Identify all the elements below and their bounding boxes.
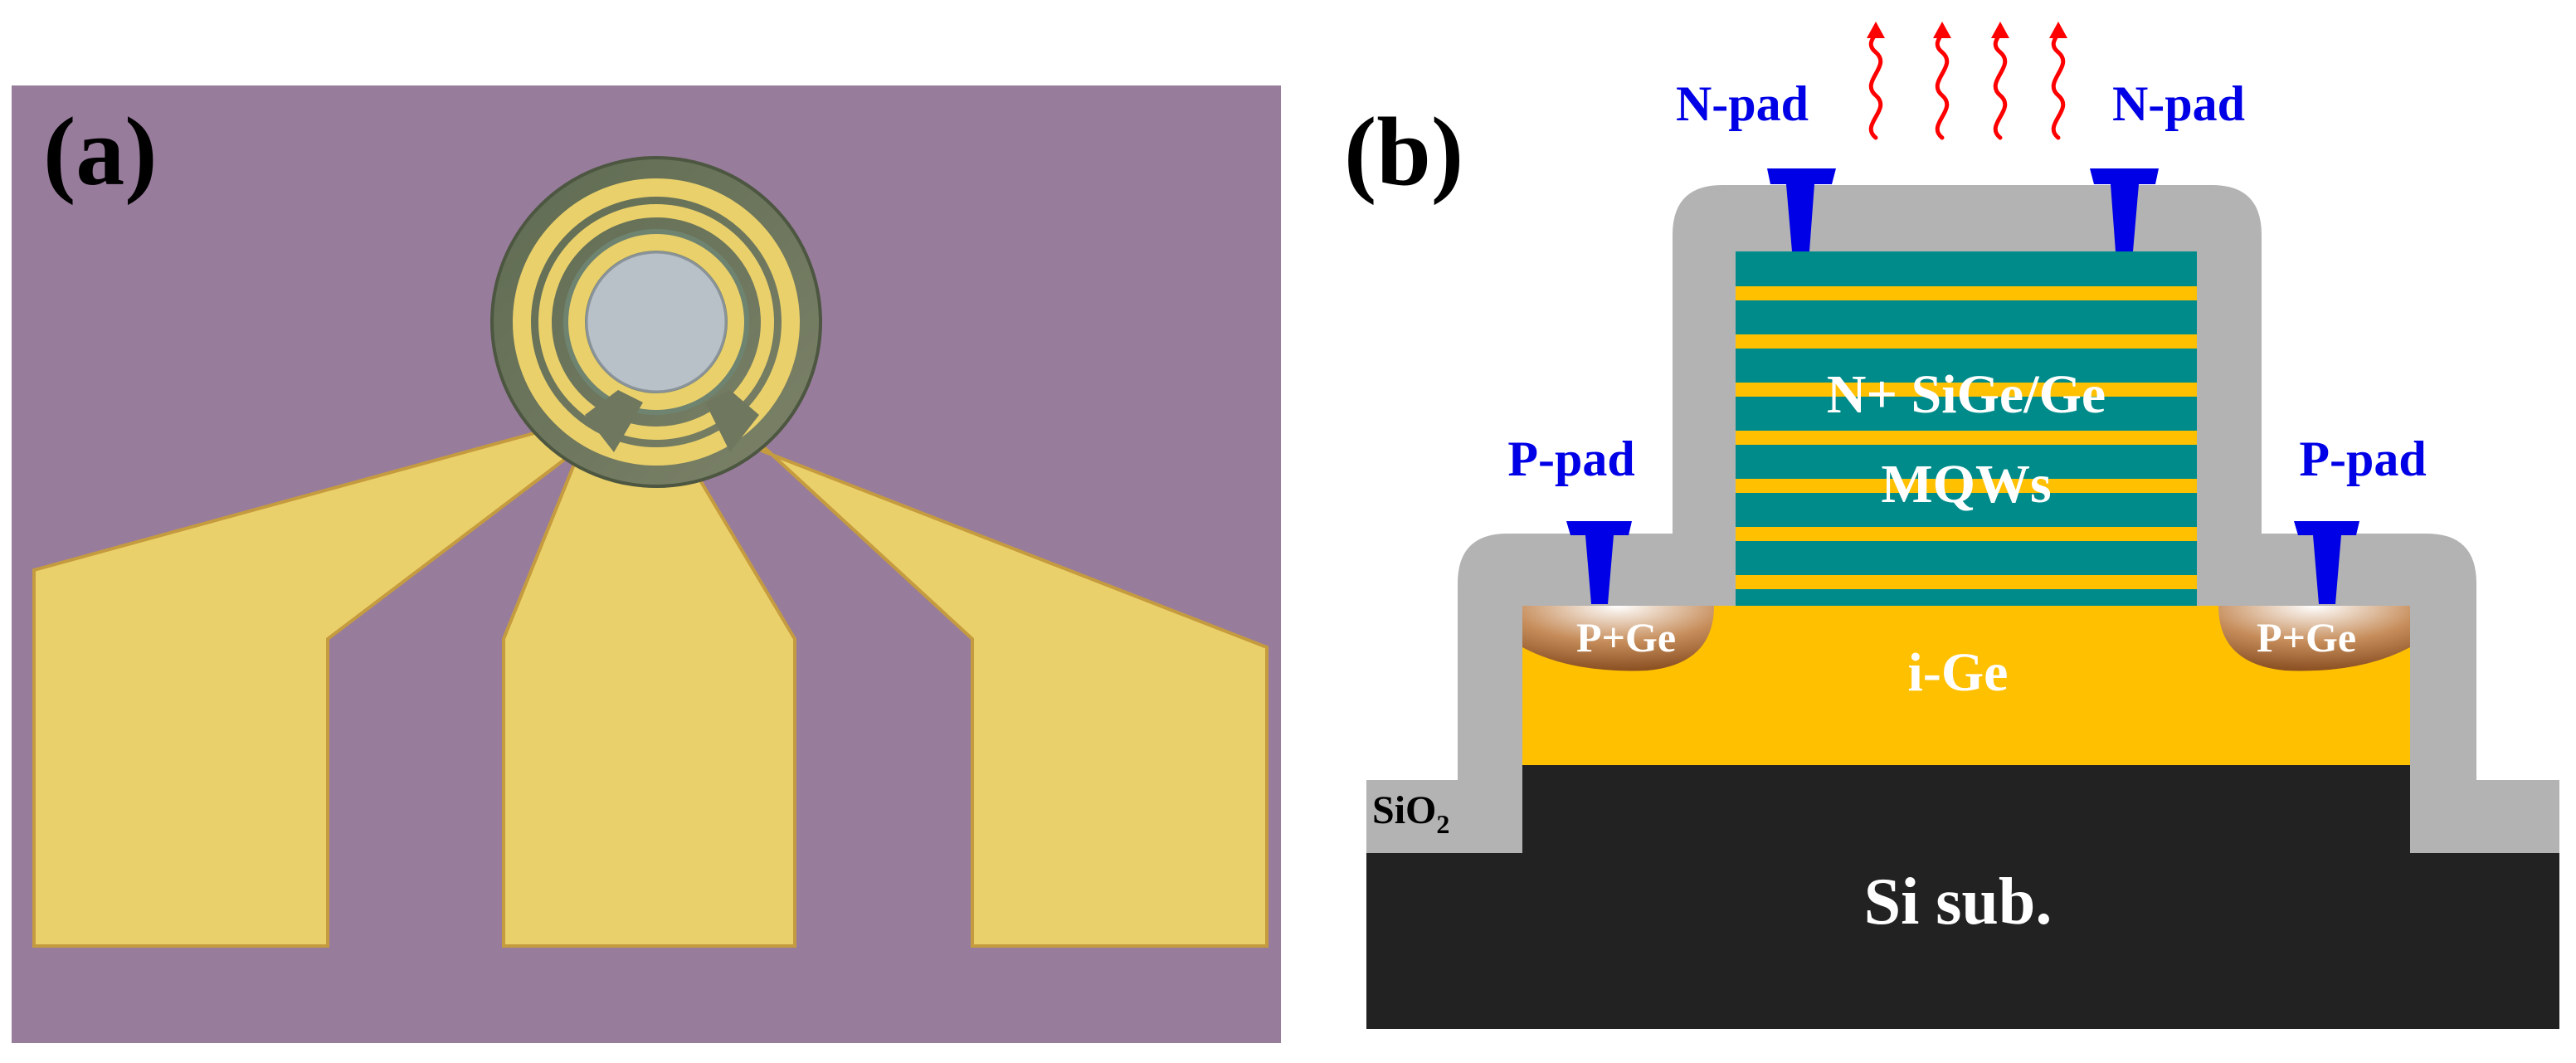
panel-a-label: (a) xyxy=(43,97,158,206)
i-ge-label: i-Ge xyxy=(1908,642,2009,703)
p-pad-left-contact xyxy=(1566,521,1632,604)
mqw-label-line2: MQWs xyxy=(1881,454,2051,514)
si-sub-label: Si sub. xyxy=(1864,866,2053,939)
sio2-label-base: SiO xyxy=(1372,788,1436,832)
p-pad-left-label: P-pad xyxy=(1507,432,1634,486)
panel-a: (a) xyxy=(12,85,1281,1043)
sio2-label: SiO2 xyxy=(1372,788,1449,839)
emitted-light-arrows xyxy=(1868,31,2066,140)
p-ge-left-label: P+Ge xyxy=(1576,614,1676,661)
ring-device xyxy=(490,156,822,488)
si-substrate xyxy=(1366,765,2559,1029)
p-pad-right-contact xyxy=(2294,521,2359,604)
p-ge-region-right xyxy=(2218,606,2410,671)
p-ge-region-left xyxy=(1522,606,1714,671)
panel-b-label: (b) xyxy=(1344,97,1463,206)
sio2-label-subscript: 2 xyxy=(1436,809,1449,839)
n-pad-left-contact xyxy=(1767,168,1836,251)
n-pad-right-label: N-pad xyxy=(2112,76,2245,131)
p-pad-right-label: P-pad xyxy=(2299,432,2426,486)
mqw-label-line1: N+ SiGe/Ge xyxy=(1827,364,2106,425)
p-ge-right-label: P+Ge xyxy=(2257,614,2356,661)
panel-b: (b) N-pad N-pad P-pad P-pad N+ SiGe/Ge M… xyxy=(1344,22,2559,1029)
n-pad-left-label: N-pad xyxy=(1676,76,1809,131)
mqw-stack xyxy=(1736,251,2197,606)
n-pad-right-contact xyxy=(2090,168,2159,251)
emitted-light-arrowheads xyxy=(1867,22,2067,38)
